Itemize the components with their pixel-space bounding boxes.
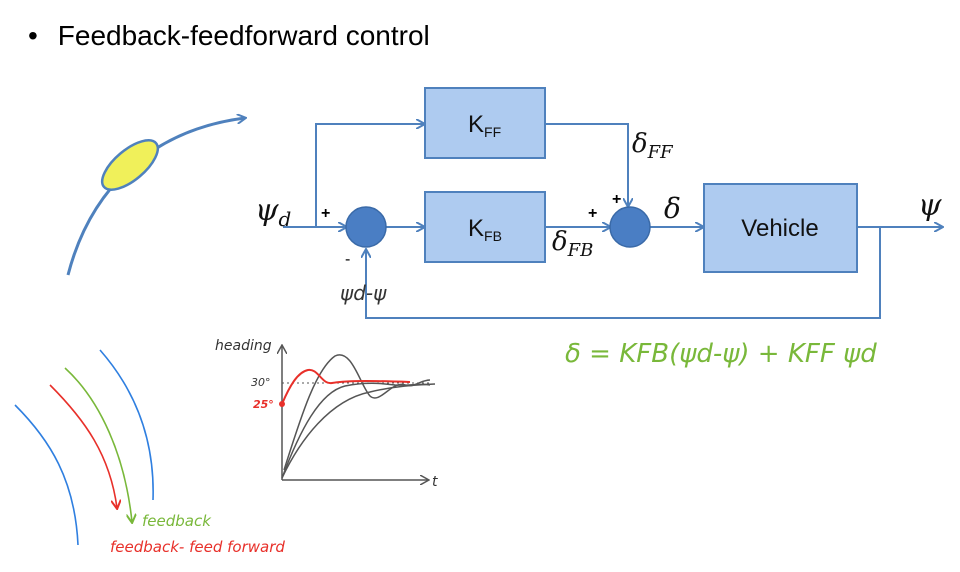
psi-d-label: ψd bbox=[255, 193, 291, 231]
response-curve-mid bbox=[281, 382, 431, 479]
svg-text:KFB: KFB bbox=[468, 215, 502, 244]
sum-junction-1 bbox=[345, 206, 387, 248]
vehicle-label: Vehicle bbox=[741, 215, 818, 242]
heading-plot: heading t 30° 25° bbox=[215, 338, 438, 490]
sum2-left-plus-sign: + bbox=[588, 205, 597, 222]
trajectory-curve bbox=[66, 118, 245, 276]
lane-curves bbox=[14, 349, 154, 546]
sum1-minus-sign: - bbox=[345, 251, 350, 268]
red-curve bbox=[49, 384, 117, 508]
delta-ff-label: δFF bbox=[632, 129, 674, 163]
tick-25-label: 25° bbox=[253, 398, 274, 411]
blue-curve-outer bbox=[99, 349, 154, 501]
slide-title: • Feedback-feedforward control bbox=[28, 20, 430, 52]
control-law-text: δ = KFB(ψd-ψ) + KFF ψd bbox=[565, 339, 877, 369]
delta-fb-label: δFB bbox=[552, 227, 593, 261]
bullet-icon: • bbox=[28, 20, 38, 51]
response-curve-ffb bbox=[281, 368, 411, 405]
start-point-dot bbox=[279, 401, 285, 407]
legend-feedback: feedback bbox=[142, 512, 212, 530]
diagram-wires bbox=[283, 124, 942, 319]
kff-main: K bbox=[468, 111, 484, 138]
psi-output-label: ψ bbox=[918, 188, 942, 223]
sum1-plus-sign: + bbox=[321, 205, 330, 222]
delta-label: δ bbox=[664, 192, 681, 225]
kff-block: KFF bbox=[424, 87, 546, 159]
kfb-block: KFB bbox=[424, 191, 546, 263]
vehicle-block: Vehicle bbox=[703, 183, 858, 273]
vehicle-ellipse bbox=[100, 139, 160, 191]
sum2-top-plus-sign: + bbox=[612, 191, 621, 208]
tick-30-label: 30° bbox=[251, 376, 271, 389]
response-curve-overshoot bbox=[283, 354, 431, 471]
error-label: ψd-ψ bbox=[340, 281, 387, 305]
kff-sub: FF bbox=[484, 124, 501, 140]
slide-title-text: Feedback-feedforward control bbox=[57, 20, 430, 51]
plot-xlabel: t bbox=[432, 474, 438, 490]
sum-junction-2 bbox=[609, 206, 651, 248]
legend-ffb: feedback- feed forward bbox=[110, 538, 285, 556]
kfb-main: K bbox=[468, 215, 484, 242]
blue-curve-inner bbox=[14, 404, 79, 546]
response-curve-slow bbox=[281, 383, 436, 479]
svg-text:KFF: KFF bbox=[468, 111, 501, 140]
plot-ylabel: heading bbox=[215, 338, 272, 354]
green-curve bbox=[64, 367, 132, 522]
kfb-sub: FB bbox=[484, 228, 502, 244]
